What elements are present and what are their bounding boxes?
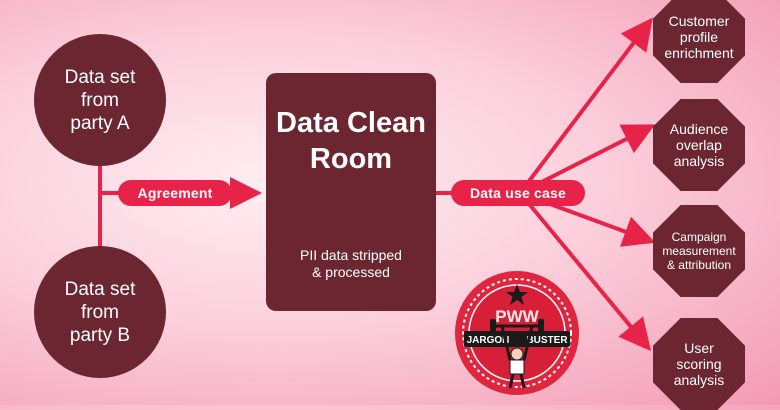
- clean-room-box: Data Clean Room PII data stripped & proc…: [266, 73, 436, 311]
- clean-room-subtitle: PII data stripped & processed: [300, 247, 402, 280]
- jargon-buster-badge-icon: PWW JARGON BUSTER: [455, 271, 579, 395]
- arrow-to-outcome-4: [518, 191, 652, 352]
- outcome-campaign-measurement: Campaign measurement & attribution: [653, 205, 745, 297]
- party-b-node: Data set from party B: [34, 246, 166, 378]
- badge-logo-letters: PWW: [495, 307, 539, 326]
- badge-banner-right: BUSTER: [526, 335, 568, 346]
- agreement-label: Agreement: [118, 180, 232, 206]
- badge-banner-left: JARGON: [467, 335, 510, 346]
- party-a-node: Data set from party A: [34, 34, 166, 166]
- outcome-user-scoring-analysis: User scoring analysis: [653, 318, 745, 410]
- arrow-to-outcome-1: [518, 17, 653, 195]
- data-use-case-label: Data use case: [451, 180, 585, 206]
- clean-room-title: Data Clean Room: [276, 107, 426, 175]
- weightlifter-icon: [490, 319, 544, 389]
- outcome-customer-profile-enrichment: Customer profile enrichment: [653, 0, 745, 83]
- outcome-audience-overlap-analysis: Audience overlap analysis: [653, 99, 745, 191]
- star-icon: [506, 284, 528, 305]
